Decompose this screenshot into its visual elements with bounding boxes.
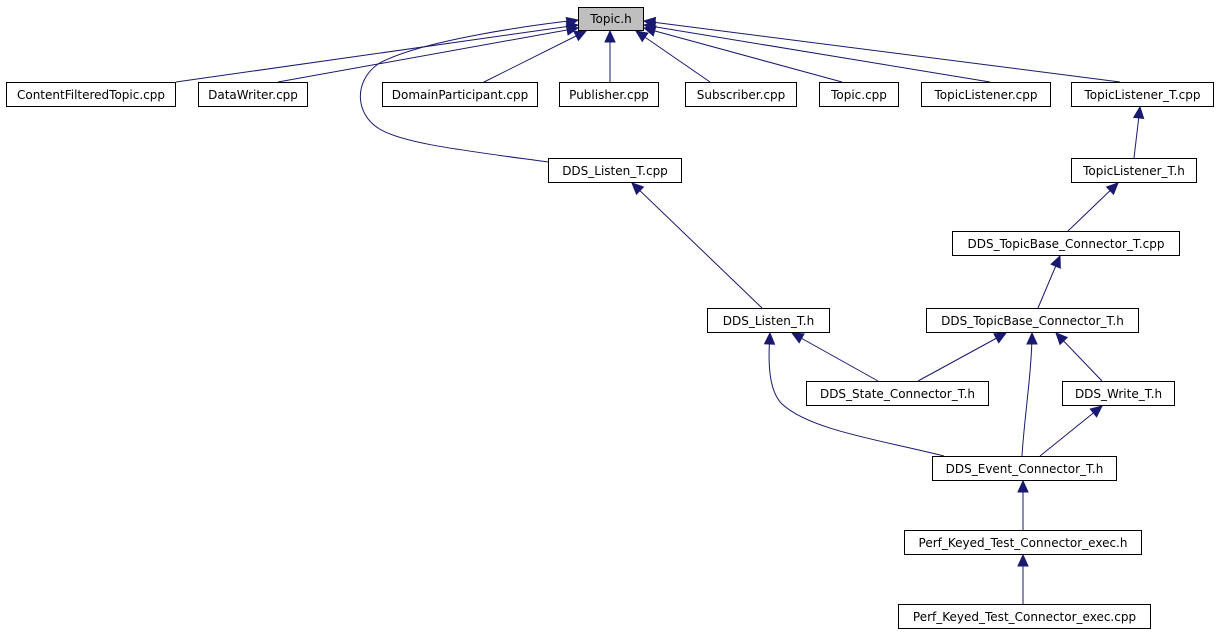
edge-dds_topicbase_connector_t_h-to-dds_topicbase_connector_t_cpp: [1037, 254, 1061, 309]
arrowhead: [1105, 182, 1119, 196]
node-topic-cpp[interactable]: Topic.cpp: [819, 82, 899, 107]
arrowhead: [763, 331, 776, 345]
node-content-filtered-topic-cpp[interactable]: ContentFilteredTopic.cpp: [6, 82, 176, 107]
edge-line: [768, 332, 945, 457]
edge-line: [643, 24, 991, 83]
arrowhead: [1050, 254, 1061, 269]
edge-data_writer_cpp-to-topic_h: [277, 24, 580, 83]
edge-topic_cpp-to-topic_h: [642, 25, 843, 83]
edge-dds_write_t_h-to-dds_topicbase_connector_t_h: [1055, 332, 1103, 382]
node-topic-h: Topic.h: [578, 7, 644, 31]
arrowhead: [631, 182, 645, 196]
node-perf-keyed-test-connector-exec-h[interactable]: Perf_Keyed_Test_Connector_exec.h: [904, 530, 1142, 555]
edge-line: [1067, 182, 1119, 232]
arrowhead: [565, 16, 580, 29]
edge-line: [631, 182, 763, 309]
edge-line: [643, 27, 843, 83]
node-domain-participant-cpp[interactable]: DomainParticipant.cpp: [382, 82, 538, 107]
edge-line: [791, 332, 879, 382]
edge-line: [635, 30, 711, 83]
node-publisher-cpp[interactable]: Publisher.cpp: [559, 82, 659, 107]
node-dds-listen-t-cpp[interactable]: DDS_Listen_T.cpp: [548, 158, 682, 183]
arrowhead: [635, 30, 649, 43]
node-dds-topicbase-connector-t-cpp[interactable]: DDS_TopicBase_Connector_T.cpp: [952, 231, 1180, 256]
arrowhead: [1017, 479, 1029, 493]
edge-line: [1021, 332, 1033, 457]
edge-line: [483, 30, 587, 83]
edge-perf_keyed_test_connector_exec_h-to-dds_event_connector_t_h: [1017, 479, 1029, 530]
node-perf-keyed-test-connector-exec-cpp[interactable]: Perf_Keyed_Test_Connector_exec.cpp: [898, 604, 1151, 629]
edge-content_filtered_topic_cpp-to-topic_h: [175, 20, 580, 83]
edge-line: [277, 27, 579, 83]
node-topic-listener-cpp[interactable]: TopicListener.cpp: [921, 82, 1051, 107]
arrowhead: [790, 332, 805, 344]
edge-dds_state_connector_t_h-to-dds_topicbase_connector_t_h: [917, 332, 1008, 382]
arrowhead: [642, 16, 657, 29]
arrowhead: [993, 332, 1008, 344]
edge-domain_participant_cpp-to-topic_h: [483, 30, 588, 83]
edge-line: [175, 24, 579, 83]
arrowhead: [1089, 405, 1103, 418]
edge-dds_event_connector_t_h-to-dds_listen_t_h: [763, 331, 945, 457]
edge-line: [643, 20, 1121, 83]
arrowhead: [1017, 553, 1029, 567]
edge-perf_keyed_test_connector_exec_cpp-to-perf_keyed_test_connector_exec_h: [1017, 553, 1029, 604]
node-dds-event-connector-t-h[interactable]: DDS_Event_Connector_T.h: [932, 456, 1117, 481]
edge-line: [1039, 405, 1103, 457]
node-topic-listener-t-h[interactable]: TopicListener_T.h: [1071, 158, 1197, 183]
edge-dds_event_connector_t_h-to-dds_write_t_h: [1039, 405, 1103, 457]
node-topic-listener-t-cpp[interactable]: TopicListener_T.cpp: [1071, 82, 1214, 107]
edge-line: [359, 19, 579, 163]
node-subscriber-cpp[interactable]: Subscriber.cpp: [685, 82, 797, 107]
node-dds-state-connector-t-h[interactable]: DDS_State_Connector_T.h: [806, 381, 989, 406]
edge-topic_listener_cpp-to-topic_h: [642, 21, 991, 83]
edge-topic_listener_t_cpp-to-topic_h: [642, 16, 1121, 83]
edge-subscriber_cpp-to-topic_h: [635, 30, 711, 83]
arrowhead: [604, 29, 616, 43]
node-dds-write-t-h[interactable]: DDS_Write_T.h: [1062, 381, 1175, 406]
node-dds-listen-t-h[interactable]: DDS_Listen_T.h: [707, 308, 830, 333]
node-data-writer-cpp[interactable]: DataWriter.cpp: [198, 82, 308, 107]
arrowhead: [1026, 331, 1038, 345]
edge-dds_listen_t_cpp-to-topic_h: [359, 16, 580, 163]
arrowhead: [1132, 105, 1145, 120]
edge-dds_state_connector_t_h-to-dds_listen_t_h: [790, 332, 879, 382]
node-dds-topicbase-connector-t-h[interactable]: DDS_TopicBase_Connector_T.h: [926, 308, 1139, 333]
edge-dds_listen_t_h-to-dds_listen_t_cpp: [631, 182, 763, 309]
arrowhead: [565, 24, 580, 36]
edge-publisher_cpp-to-topic_h: [604, 29, 616, 82]
edge-dds_topicbase_connector_t_cpp-to-topic_listener_t_h: [1067, 182, 1119, 232]
arrowhead: [573, 30, 588, 42]
arrowhead: [1055, 332, 1069, 346]
edge-line: [917, 332, 1007, 382]
edge-dds_event_connector_t_h-to-dds_topicbase_connector_t_h: [1021, 331, 1038, 457]
edge-topic_listener_t_h-to-topic_listener_t_cpp: [1132, 105, 1145, 159]
